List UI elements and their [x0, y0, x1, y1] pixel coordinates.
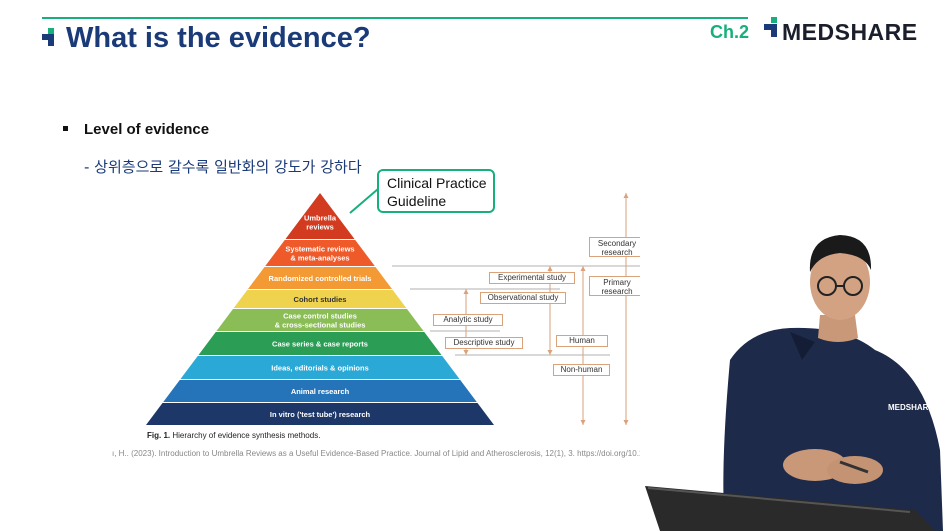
pyramid-level-label: In vitro ('test tube') research — [270, 410, 371, 419]
bracket-arrow-icon — [580, 420, 586, 425]
bracket-arrow-icon — [580, 266, 586, 271]
pyramid-level-label: & meta-analyses — [290, 254, 349, 263]
medshare-logo-icon — [42, 28, 60, 46]
caption-fig-number: Fig. 1. — [147, 431, 171, 440]
presenter-video: MEDSHARE — [640, 220, 943, 531]
pyramid-level-label: Cohort studies — [294, 295, 347, 304]
pyramid-level-label: Umbrella — [304, 214, 337, 223]
label-experimental-study: Experimental study — [489, 272, 575, 284]
pyramid-level-5 — [216, 309, 424, 331]
label-secondary-research: Secondary research — [589, 237, 645, 257]
pyramid-level-1 — [285, 193, 355, 239]
pyramid-level-6 — [198, 332, 442, 355]
label-non-human: Non-human — [553, 364, 610, 376]
label-analytic-study: Analytic study — [433, 314, 503, 326]
pyramid-level-8 — [163, 380, 477, 402]
pyramid-level-label: reviews — [306, 223, 334, 232]
clinical-guideline-callout: Clinical Practice Guideline — [377, 169, 495, 213]
callout-line-1: Clinical Practice — [387, 175, 487, 191]
sub-bullet-text: - 상위층으로 갈수록 일반화의 강도가 강하다 — [84, 158, 362, 176]
header-divider — [42, 17, 748, 19]
pyramid-level-4 — [233, 290, 407, 308]
bracket-arrow-icon — [463, 350, 469, 355]
label-observational-study: Observational study — [480, 292, 566, 304]
bracket-arrow-icon — [463, 289, 469, 294]
label-descriptive-study: Descriptive study — [445, 337, 523, 349]
pyramid-level-3 — [248, 267, 392, 289]
chapter-label: Ch.2 — [710, 22, 750, 42]
pyramid-level-label: Case series & case reports — [272, 340, 368, 349]
brand-logo-icon — [764, 17, 784, 37]
pyramid-level-label: Case control studies — [283, 312, 357, 321]
brand-name: MEDSHARE — [782, 19, 918, 45]
pyramid-level-label: & cross-sectional studies — [275, 321, 366, 330]
pyramid-level-2 — [265, 240, 375, 266]
label-primary-research: Primary research — [589, 276, 645, 296]
bullet-marker — [63, 126, 68, 131]
page-title: What is the evidence? — [66, 22, 371, 54]
pyramid-level-7 — [180, 356, 460, 379]
bullet-level-of-evidence: Level of evidence — [84, 121, 210, 138]
pyramid-level-label: Animal research — [291, 387, 350, 396]
bracket-arrow-icon — [547, 266, 553, 271]
svg-text:MEDSHARE: MEDSHARE — [888, 403, 934, 412]
citation-reference: ı, H.. (2023). Introduction to Umbrella … — [112, 449, 716, 458]
bracket-arrow-icon — [623, 420, 629, 425]
callout-line-2: Guideline — [387, 193, 447, 209]
pyramid-level-9 — [146, 403, 494, 425]
callout-pointer — [349, 188, 379, 214]
bracket-arrow-icon — [547, 350, 553, 355]
figure-caption: Fig. 1. Hierarchy of evidence synthesis … — [147, 431, 320, 440]
pyramid-level-label: Ideas, editorials & opinions — [271, 364, 369, 373]
caption-text: Hierarchy of evidence synthesis methods. — [170, 431, 321, 440]
label-human: Human — [556, 335, 608, 347]
pyramid-level-label: Randomized controlled trials — [269, 274, 372, 283]
bracket-arrow-icon — [623, 193, 629, 198]
pyramid-level-label: Systematic reviews — [285, 245, 354, 254]
